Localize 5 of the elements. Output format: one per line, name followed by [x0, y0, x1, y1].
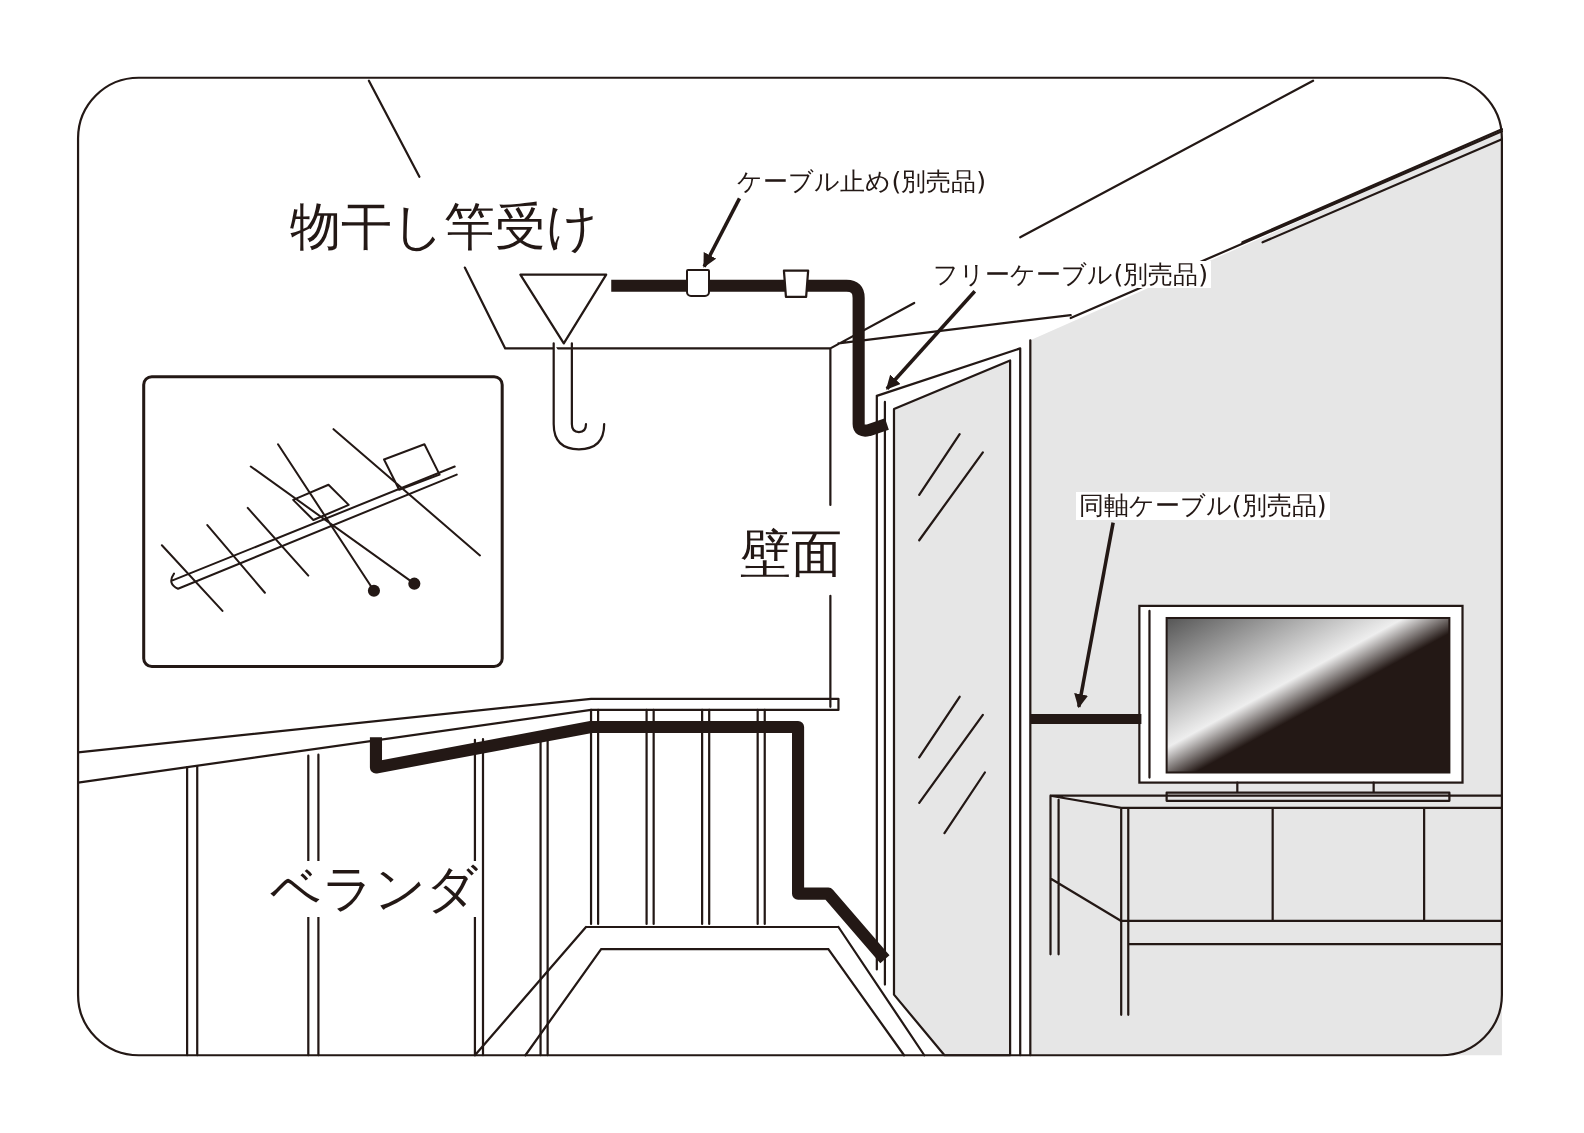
- arrow: [1074, 522, 1115, 709]
- arrow: [885, 290, 977, 390]
- arrow: [702, 197, 742, 268]
- cable-clip: [685, 268, 711, 297]
- callout-text: 同軸ケーブル(別売品): [1075, 491, 1330, 520]
